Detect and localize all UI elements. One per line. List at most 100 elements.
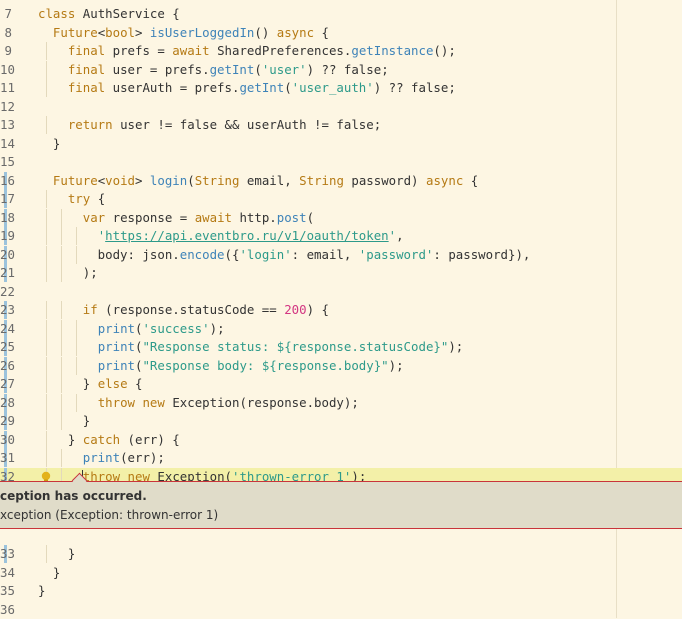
code-line[interactable]: 34 } bbox=[0, 564, 682, 582]
code-line[interactable]: 12 bbox=[0, 98, 682, 116]
line-number: 29 bbox=[0, 413, 15, 428]
code-line[interactable]: 10 final user = prefs.getInt('user') ?? … bbox=[0, 60, 682, 79]
indent-guide bbox=[45, 116, 47, 134]
indent-guide bbox=[45, 338, 47, 356]
line-number: 15 bbox=[0, 154, 15, 169]
code-line[interactable]: 24 print('success'); bbox=[0, 319, 682, 338]
line-code: } else { bbox=[38, 376, 143, 391]
indent-guide bbox=[45, 227, 47, 245]
indent-guide bbox=[60, 375, 62, 393]
indent-guide bbox=[45, 545, 47, 563]
modified-line-marker bbox=[4, 245, 7, 264]
modified-line-marker bbox=[4, 430, 7, 449]
indent-guide bbox=[45, 430, 47, 449]
indent-guide bbox=[45, 42, 47, 60]
indent-guide bbox=[75, 319, 77, 338]
indent-guide bbox=[60, 208, 62, 227]
code-line[interactable]: 27 } else { bbox=[0, 375, 682, 393]
modified-line-marker bbox=[4, 412, 7, 430]
line-code: var response = await http.post( bbox=[82, 209, 315, 225]
line-number: 12 bbox=[0, 98, 15, 114]
code-line[interactable]: 19 'https://api.eventbro.ru/v1/oauth/tok… bbox=[0, 227, 682, 245]
code-line[interactable]: 9 final prefs = await SharedPreferences.… bbox=[0, 42, 682, 60]
modified-line-marker bbox=[4, 449, 7, 467]
code-line[interactable]: 20 body: json.encode({'login': email, 'p… bbox=[0, 245, 682, 264]
line-code: try { bbox=[67, 191, 106, 206]
line-number: 16 bbox=[0, 172, 15, 188]
code-line[interactable]: 18 var response = await http.post( bbox=[0, 208, 682, 227]
code-line[interactable]: 26 print("Response body: ${response.body… bbox=[0, 356, 682, 375]
line-code: body: json.encode({'login': email, 'pass… bbox=[38, 246, 531, 262]
indent-guide bbox=[75, 338, 77, 356]
line-code: final prefs = await SharedPreferences.ge… bbox=[67, 43, 456, 58]
line-number: 24 bbox=[0, 320, 15, 336]
indent-guide bbox=[45, 301, 47, 319]
indent-guide bbox=[45, 208, 47, 227]
line-code: } catch (err) { bbox=[38, 431, 180, 447]
indent-guide bbox=[75, 356, 77, 375]
code-line[interactable]: 21 ); bbox=[0, 264, 682, 282]
line-number: 30 bbox=[0, 431, 15, 447]
code-line[interactable]: 16 Future<void> login(String email, Stri… bbox=[0, 171, 682, 190]
line-number: 9 bbox=[4, 43, 12, 58]
indent-guide bbox=[60, 449, 62, 467]
indent-guide bbox=[45, 412, 47, 430]
modified-line-marker bbox=[4, 227, 7, 245]
line-code: Future<bool> isUserLoggedIn() async { bbox=[52, 24, 329, 40]
modified-line-marker bbox=[4, 190, 7, 208]
indent-guide bbox=[60, 227, 62, 245]
modified-line-marker bbox=[4, 208, 7, 227]
line-number: 25 bbox=[0, 339, 15, 354]
modified-line-marker bbox=[4, 467, 7, 486]
line-code: } bbox=[38, 413, 91, 428]
exception-title: ception has occurred. bbox=[0, 489, 147, 503]
indent-guide bbox=[45, 245, 47, 264]
line-number: 8 bbox=[4, 24, 12, 40]
indent-guide bbox=[60, 264, 62, 282]
modified-line-marker bbox=[4, 338, 7, 356]
line-code: Future<void> login(String email, String … bbox=[52, 172, 479, 188]
code-line[interactable]: 8 Future<bool> isUserLoggedIn() async { bbox=[0, 24, 682, 42]
code-line[interactable]: 30 } catch (err) { bbox=[0, 430, 682, 449]
code-line[interactable]: 29 } bbox=[0, 412, 682, 430]
modified-line-marker bbox=[4, 171, 7, 190]
indent-guide bbox=[60, 319, 62, 338]
line-code: } bbox=[38, 135, 61, 151]
code-line[interactable]: 17 try { bbox=[0, 190, 682, 208]
code-line[interactable]: 35} bbox=[0, 582, 682, 600]
line-number: 14 bbox=[0, 135, 15, 151]
code-line[interactable]: 36 bbox=[0, 601, 682, 619]
code-line[interactable]: 14 } bbox=[0, 135, 682, 153]
line-number: 35 bbox=[0, 583, 15, 598]
code-line[interactable]: 13 return user != false && userAuth != f… bbox=[0, 116, 682, 134]
line-number: 10 bbox=[0, 61, 15, 77]
modified-line-marker bbox=[4, 264, 7, 282]
line-number: 18 bbox=[0, 209, 15, 225]
line-number: 21 bbox=[0, 265, 15, 280]
indent-guide bbox=[45, 190, 47, 208]
line-code: ); bbox=[38, 265, 98, 280]
line-number: 27 bbox=[0, 376, 15, 391]
code-line[interactable]: 11 final userAuth = prefs.getInt('user_a… bbox=[0, 79, 682, 97]
modified-line-marker bbox=[4, 393, 7, 412]
line-number: 23 bbox=[0, 302, 15, 317]
indent-guide bbox=[45, 319, 47, 338]
code-line[interactable]: 15 bbox=[0, 153, 682, 171]
indent-guide bbox=[45, 393, 47, 412]
indent-guide bbox=[60, 467, 62, 486]
line-code: } bbox=[38, 546, 76, 561]
line-number: 13 bbox=[0, 117, 15, 132]
line-number: 7 bbox=[4, 6, 12, 21]
code-line[interactable]: 33 } bbox=[0, 545, 682, 563]
code-line[interactable]: 22 bbox=[0, 283, 682, 301]
code-line[interactable]: 23 if (response.statusCode == 200) { bbox=[0, 301, 682, 319]
editor-ruler bbox=[616, 0, 617, 618]
line-number: 33 bbox=[0, 546, 15, 561]
code-line[interactable]: 25 print("Response status: ${response.st… bbox=[0, 338, 682, 356]
line-number: 11 bbox=[0, 80, 15, 95]
code-line[interactable]: 28 throw new Exception(response.body); bbox=[0, 393, 682, 412]
code-line[interactable]: 31 print(err); bbox=[0, 449, 682, 467]
line-number: 32 bbox=[0, 468, 15, 484]
